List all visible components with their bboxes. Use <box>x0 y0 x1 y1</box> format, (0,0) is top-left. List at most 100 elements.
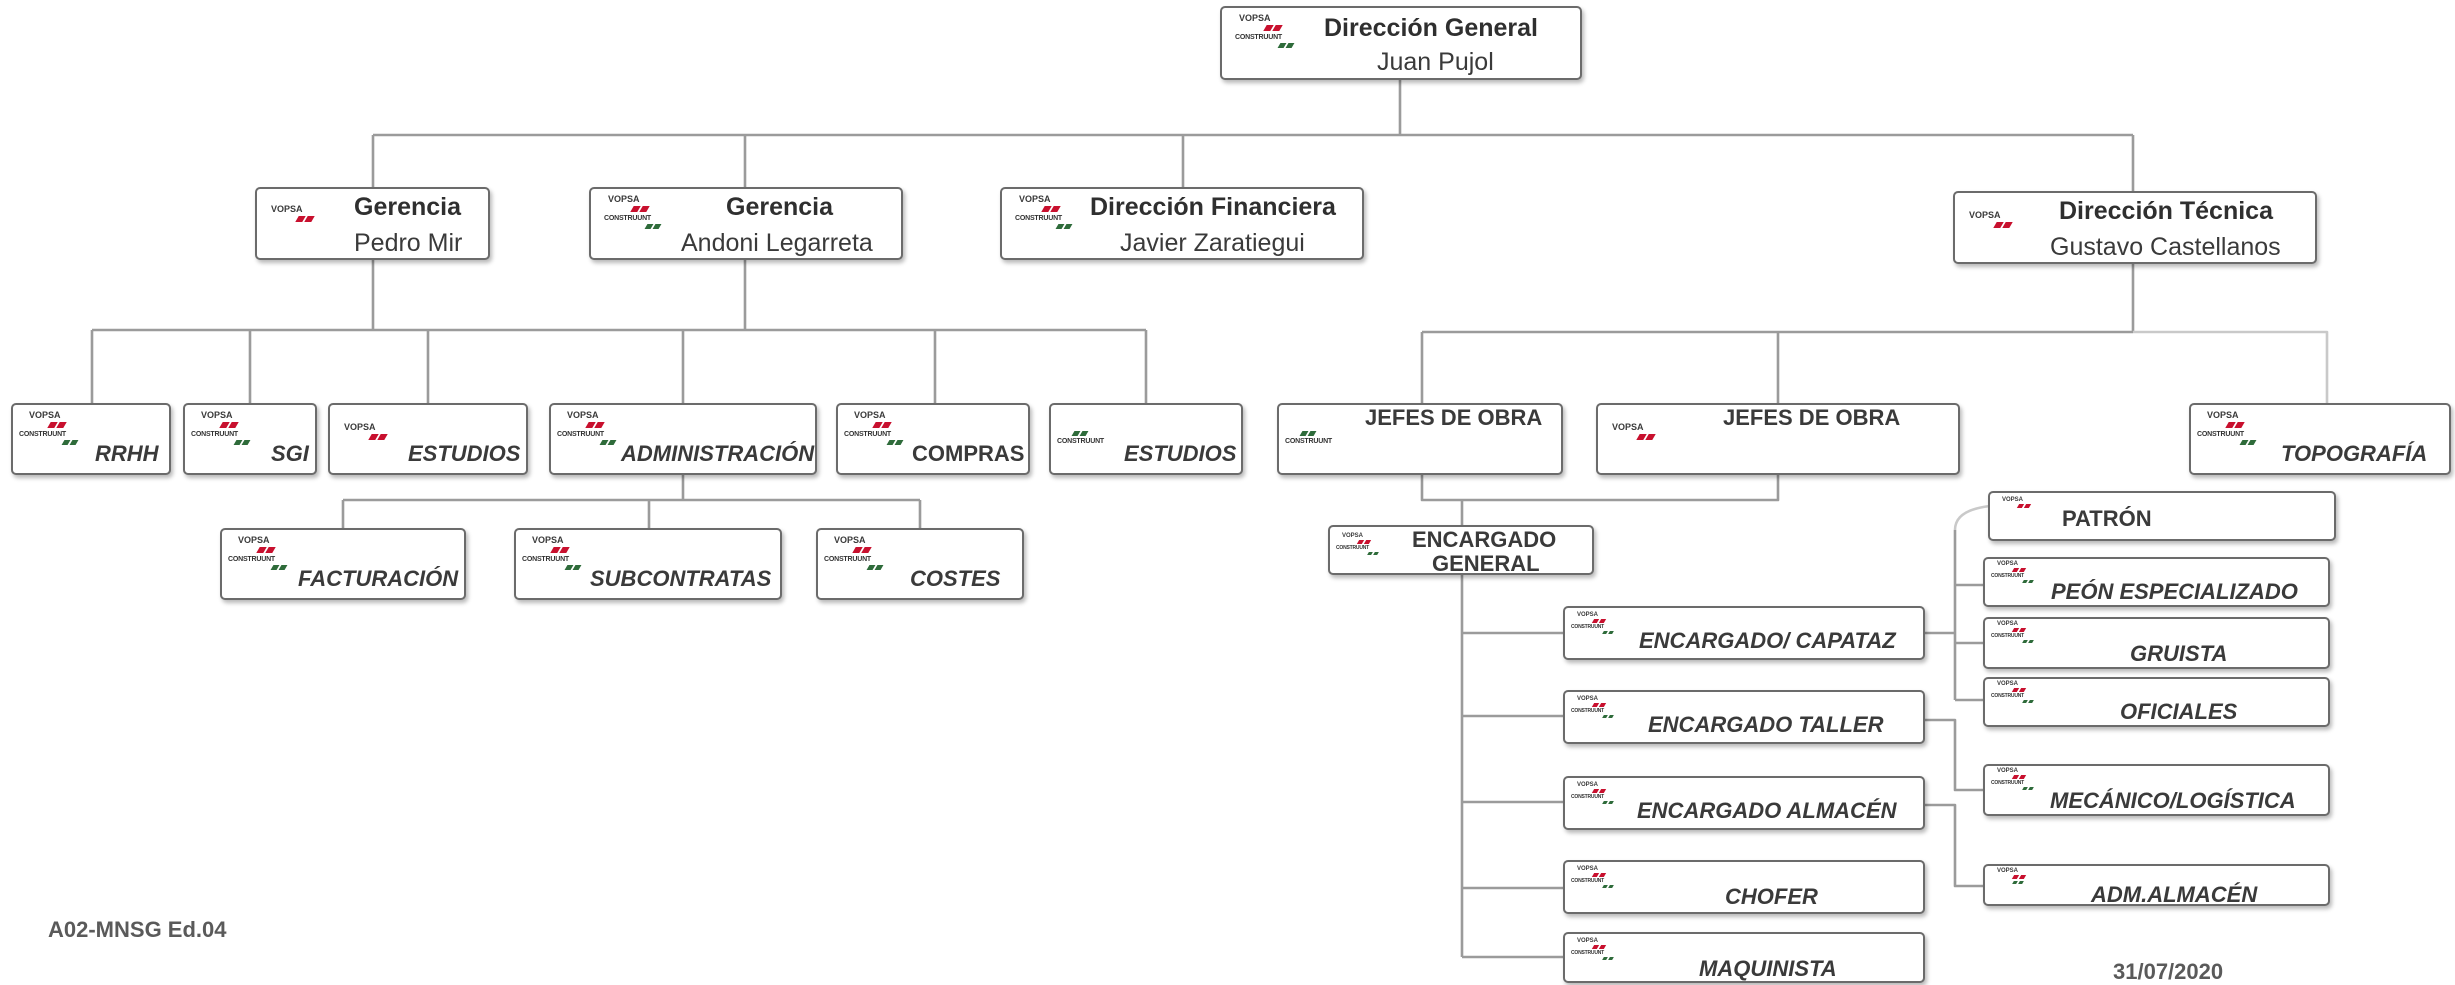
node-compras[interactable]: VOPSA CONSTRUUNT COMPRAS <box>836 403 1030 475</box>
node-mecanico-logistica[interactable]: VOPSA CONSTRUUNT MECÁNICO/LOGÍSTICA <box>1983 764 2330 816</box>
node-chofer[interactable]: VOPSA CONSTRUUNT CHOFER <box>1563 860 1925 914</box>
node-label: FACTURACIÓN <box>298 566 459 591</box>
node-encargado-general[interactable]: VOPSA CONSTRUUNT ENCARGADO GENERAL <box>1328 525 1594 576</box>
node-label: COMPRAS <box>912 441 1025 466</box>
node-label: MECÁNICO/LOGÍSTICA <box>2050 788 2296 813</box>
node-label: ESTUDIOS <box>1124 441 1237 466</box>
vopsa-logo: VOPSA CONSTRUUNT <box>228 536 288 570</box>
connector-tecnica-bus <box>1420 262 2135 405</box>
node-title: Dirección Técnica <box>2059 197 2273 225</box>
node-facturacion[interactable]: VOPSA CONSTRUUNT FACTURACIÓN <box>220 528 466 600</box>
connector-top-bus <box>371 80 2135 195</box>
node-title: Gerencia <box>354 193 462 221</box>
vopsa-logo: VOPSA CONSTRUUNT <box>824 536 884 570</box>
node-subcontratas[interactable]: VOPSA CONSTRUUNT SUBCONTRATAS <box>514 528 782 600</box>
vopsa-logo: VOPSA CONSTRUUNT <box>557 411 617 445</box>
node-peon-especializado[interactable]: VOPSA CONSTRUUNT PEÓN ESPECIALIZADO <box>1983 557 2330 607</box>
vopsa-logo: VOPSA <box>344 423 388 440</box>
node-person: Andoni Legarreta <box>681 229 873 257</box>
node-adm-almacen[interactable]: VOPSA ADM.ALMACÉN <box>1983 864 2330 907</box>
node-estudios-2[interactable]: CONSTRUUNT ESTUDIOS <box>1049 403 1243 475</box>
node-label: OFICIALES <box>2120 699 2238 724</box>
connector-taller-mecanico <box>1924 718 1986 792</box>
node-sgi[interactable]: VOPSA CONSTRUUNT SGI <box>183 403 317 475</box>
node-label: GRUISTA <box>2130 641 2228 666</box>
vopsa-logo: VOPSA CONSTRUUNT <box>844 411 904 445</box>
node-person: Juan Pujol <box>1377 48 1494 76</box>
vopsa-logo: VOPSA <box>271 205 315 222</box>
connector-jefes-encargado <box>1420 472 1780 528</box>
vopsa-logo: VOPSA CONSTRUUNT <box>1991 621 2034 643</box>
node-gerencia-andoni-legarreta[interactable]: VOPSA CONSTRUUNT Gerencia Andoni Legarre… <box>589 187 903 260</box>
node-jefes-de-obra-2[interactable]: VOPSA JEFES DE OBRA <box>1596 403 1960 475</box>
connector-admin-bus <box>341 475 922 528</box>
node-label: ADM.ALMACÉN <box>2091 882 2258 907</box>
node-encargado-capataz[interactable]: VOPSA CONSTRUUNT ENCARGADO/ CAPATAZ <box>1563 606 1925 660</box>
node-label: ENCARGADO TALLER <box>1648 712 1884 737</box>
vopsa-logo: VOPSA CONSTRUUNT <box>1991 681 2034 703</box>
vopsa-logo: VOPSA <box>1996 497 2032 508</box>
node-person: Gustavo Castellanos <box>2050 233 2281 261</box>
node-label-line1: ENCARGADO <box>1412 527 1557 552</box>
connector-topografia <box>2133 330 2329 405</box>
vopsa-logo: VOPSA CONSTRUUNT <box>1235 14 1295 48</box>
node-label: CHOFER <box>1725 884 1818 909</box>
vopsa-logo: VOPSA CONSTRUUNT <box>1571 938 1614 960</box>
vopsa-logo: VOPSA CONSTRUUNT <box>1991 768 2034 790</box>
node-title: Dirección Financiera <box>1090 193 1336 221</box>
connector-patron <box>1953 504 1991 531</box>
node-label: PATRÓN <box>2062 506 2152 531</box>
vopsa-logo: VOPSA CONSTRUUNT <box>522 536 582 570</box>
vopsa-logo: VOPSA CONSTRUUNT <box>604 195 662 229</box>
node-jefes-de-obra-1[interactable]: CONSTRUUNT JEFES DE OBRA <box>1277 403 1563 475</box>
vopsa-logo: VOPSA <box>1969 211 2013 228</box>
vopsa-logo: VOPSA CONSTRUUNT <box>1571 696 1614 718</box>
node-person: Pedro Mir <box>354 229 463 257</box>
vopsa-logo: VOPSA CONSTRUUNT <box>1015 195 1073 229</box>
node-administracion[interactable]: VOPSA CONSTRUUNT ADMINISTRACIÓN <box>549 403 817 475</box>
connector-almacen-adm <box>1924 803 1986 888</box>
node-label: RRHH <box>95 441 159 466</box>
node-title: Dirección General <box>1324 14 1538 42</box>
construunt-logo: CONSTRUUNT <box>1057 431 1104 445</box>
vopsa-logo: VOPSA <box>1612 423 1656 440</box>
vopsa-logo: VOPSA CONSTRUUNT <box>1571 782 1614 804</box>
connector-site-trunk <box>1460 572 1565 959</box>
node-label: ENCARGADO ALMACÉN <box>1637 798 1897 823</box>
connector-capataz-workers <box>1924 530 1986 702</box>
vopsa-logo: VOPSA CONSTRUUNT <box>1571 612 1614 634</box>
node-oficiales[interactable]: VOPSA CONSTRUUNT OFICIALES <box>1983 677 2330 727</box>
node-topografia[interactable]: VOPSA CONSTRUUNT TOPOGRAFÍA <box>2189 403 2451 475</box>
node-label: ESTUDIOS <box>408 441 521 466</box>
document-code: A02-MNSG Ed.04 <box>48 917 227 942</box>
node-gruista[interactable]: VOPSA CONSTRUUNT GRUISTA <box>1983 617 2330 669</box>
vopsa-logo: VOPSA <box>1991 868 2027 884</box>
construunt-logo: CONSTRUUNT <box>1285 431 1332 445</box>
node-direccion-tecnica[interactable]: VOPSA Dirección Técnica Gustavo Castella… <box>1953 191 2317 264</box>
node-direccion-financiera[interactable]: VOPSA CONSTRUUNT Dirección Financiera Ja… <box>1000 187 1364 260</box>
node-encargado-almacen[interactable]: VOPSA CONSTRUUNT ENCARGADO ALMACÉN <box>1563 776 1925 830</box>
vopsa-logo: VOPSA CONSTRUUNT <box>1991 561 2034 583</box>
node-label: JEFES DE OBRA <box>1365 405 1543 430</box>
node-label-line2: GENERAL <box>1432 551 1540 576</box>
node-patron[interactable]: VOPSA PATRÓN <box>1988 491 2336 541</box>
node-estudios-1[interactable]: VOPSA ESTUDIOS <box>328 403 528 475</box>
node-label: PEÓN ESPECIALIZADO <box>2051 579 2298 604</box>
node-label: SUBCONTRATAS <box>590 566 772 591</box>
node-label: TOPOGRAFÍA <box>2281 441 2428 466</box>
vopsa-logo: VOPSA CONSTRUUNT <box>19 411 79 445</box>
node-label: SGI <box>271 441 309 466</box>
node-label: MAQUINISTA <box>1699 956 1837 981</box>
vopsa-logo: VOPSA CONSTRUUNT <box>1571 866 1614 888</box>
document-date: 31/07/2020 <box>2113 959 2224 984</box>
node-gerencia-pedro-mir[interactable]: VOPSA Gerencia Pedro Mir <box>255 187 490 260</box>
node-rrhh[interactable]: VOPSA CONSTRUUNT RRHH <box>11 403 171 475</box>
node-label: ADMINISTRACIÓN <box>621 441 815 466</box>
node-costes[interactable]: VOPSA CONSTRUUNT COSTES <box>816 528 1024 600</box>
node-title: Gerencia <box>726 193 834 221</box>
node-maquinista[interactable]: VOPSA CONSTRUUNT MAQUINISTA <box>1563 932 1925 983</box>
node-encargado-taller[interactable]: VOPSA CONSTRUUNT ENCARGADO TALLER <box>1563 690 1925 744</box>
vopsa-logo: VOPSA CONSTRUUNT <box>2197 411 2257 445</box>
node-direccion-general[interactable]: VOPSA CONSTRUUNT Dirección General Juan … <box>1220 6 1582 80</box>
